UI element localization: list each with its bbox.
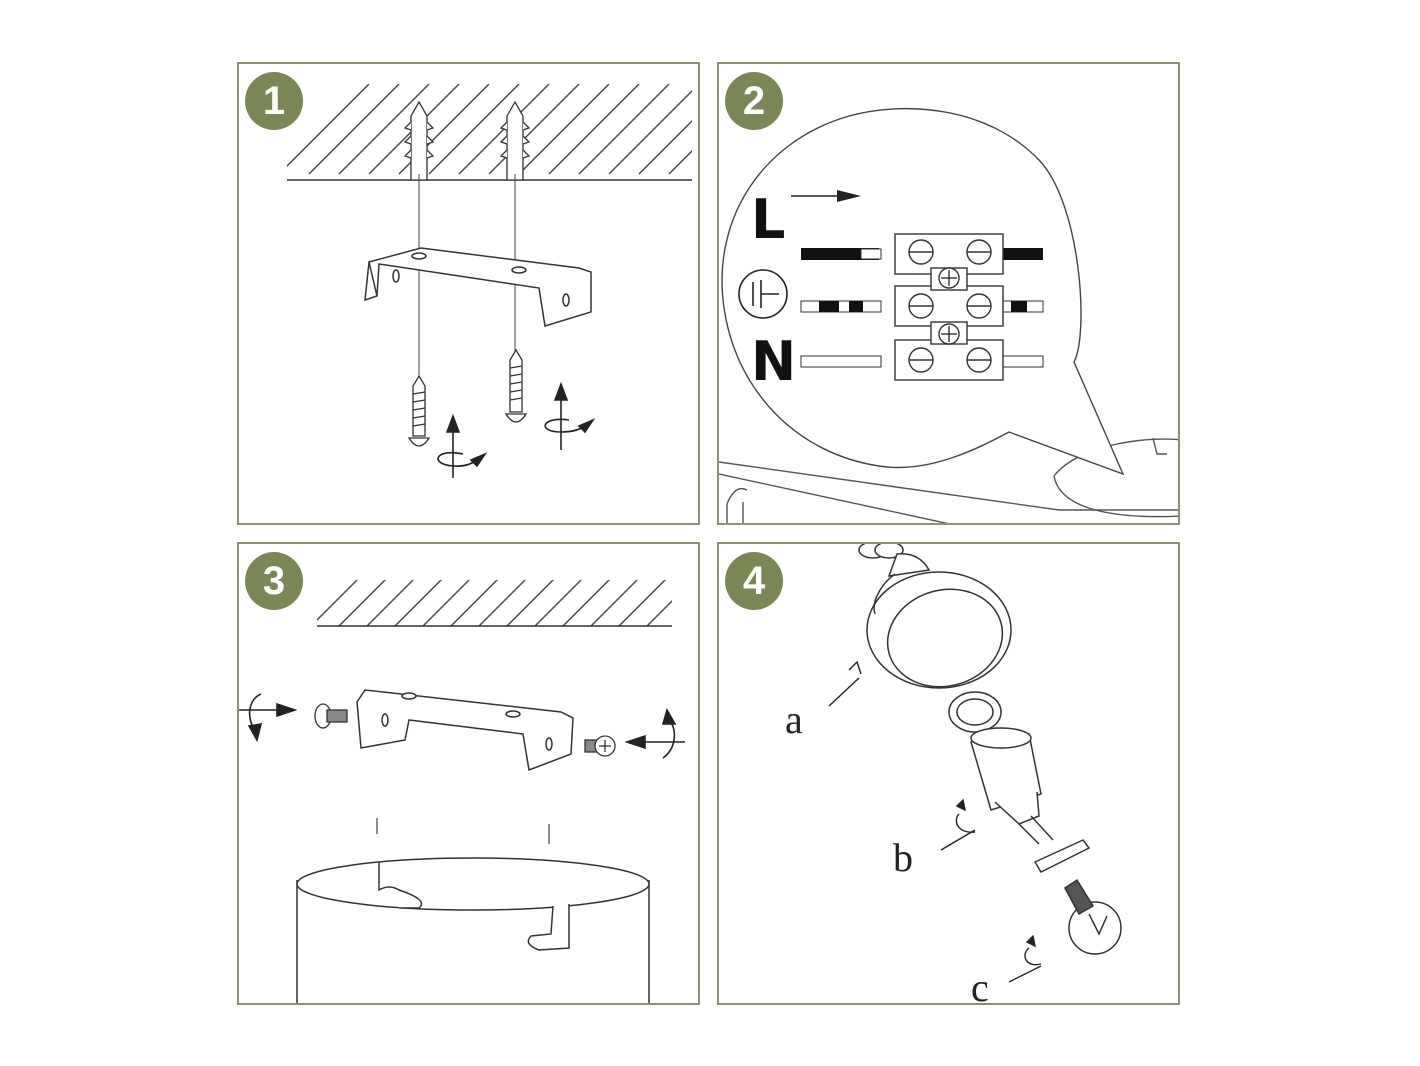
rotate-arrow-icon [239,693,298,743]
lamp-canopy [296,857,650,1003]
earth-ground-icon [738,269,788,319]
rotate-arrow-icon [1008,934,1042,983]
ceiling-hatch [317,580,672,626]
rotate-arrow-icon [544,381,596,450]
bolt-left [314,703,348,729]
step-3-panel: 3 [237,542,700,1005]
lamp-assembly-illustration [828,544,1122,983]
part-c-label: c [971,965,989,1005]
live-label: L [751,188,786,251]
wall-plug-left [403,100,435,181]
rotate-arrow-icon [624,707,685,759]
ceiling-drill-illustration [287,84,692,478]
screw-right [504,348,528,423]
light-bulb [1064,878,1122,955]
step-4-panel: a b c 4 [717,542,1180,1005]
rotate-arrow-icon [437,413,488,478]
step-number-badge: 1 [245,72,303,130]
direction-arrow-icon [791,190,861,202]
ring-nut [948,691,1002,733]
ceiling-hatch [287,84,692,175]
bolt-right [584,735,616,757]
rotate-arrow-icon [940,798,976,851]
mounting-bracket [356,689,574,772]
lamp-socket [970,727,1091,873]
step-2-panel: L N 2 [717,62,1180,525]
fixture-base [719,437,1178,523]
screw-left [407,374,431,447]
part-b-label: b [893,835,913,880]
mounting-bracket [364,247,592,327]
wiring-illustration [719,107,1178,523]
wall-plug-right [499,100,531,181]
neutral-label: N [751,330,797,393]
step-number-badge: 3 [245,552,303,610]
terminal-block [894,233,1004,381]
step-number-badge: 4 [725,552,783,610]
part-a-label: a [785,697,803,742]
bracket-fixing-illustration [239,580,685,1003]
live-wire [801,248,1043,260]
part-pointer [828,660,862,707]
step-1-panel: 1 [237,62,700,525]
lamp-shade [858,544,1012,689]
step-number-badge: 2 [725,72,783,130]
